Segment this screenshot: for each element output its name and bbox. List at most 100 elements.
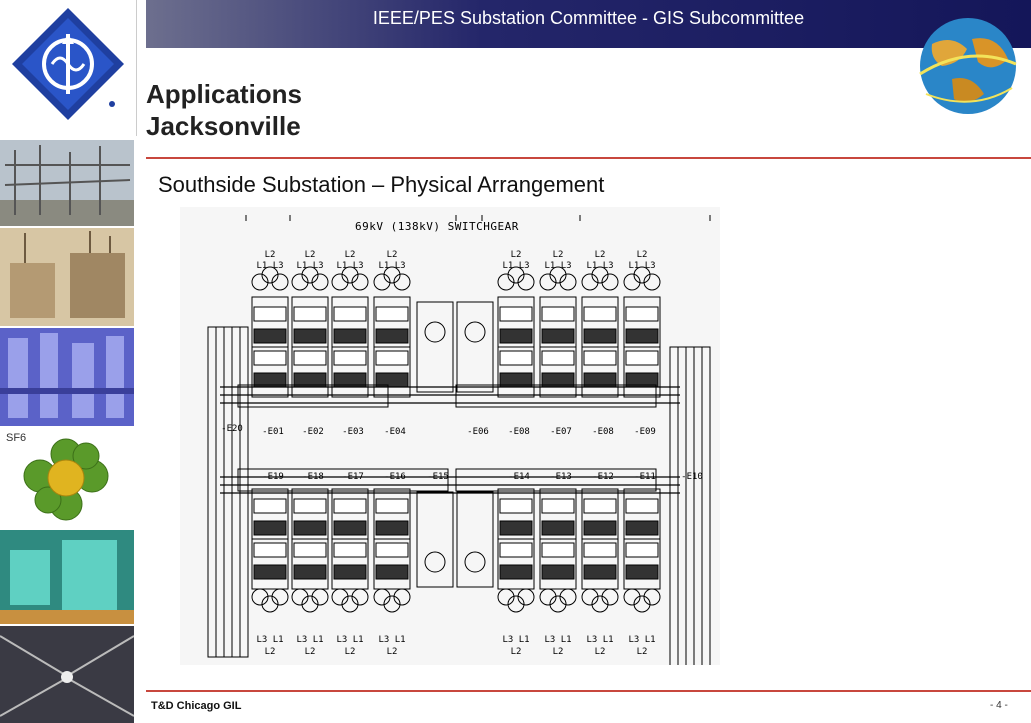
bay-module (293, 328, 327, 344)
phase-label: L1 L3 (586, 261, 613, 271)
bay-module (293, 350, 327, 366)
slide-title: Applications Jacksonville (146, 78, 302, 142)
side-label-right: -E10 (681, 472, 703, 482)
bay-module (499, 306, 533, 322)
ieee-logo (0, 0, 137, 136)
phase-label: L2 (265, 250, 276, 260)
bay-module (499, 564, 533, 580)
bay-bushing (643, 273, 661, 291)
bay-label-top: -E08 (592, 427, 614, 437)
bay-label-top: -E02 (302, 427, 324, 437)
bay-label-top: -E04 (384, 427, 406, 437)
phase-label: L3 L1 (544, 635, 571, 645)
bay-bushing (559, 273, 577, 291)
bay-label-bottom: -E16 (384, 472, 406, 482)
page-number: - 4 - (990, 700, 1008, 711)
phase-label: L2 (387, 250, 398, 260)
bay-bushing (383, 266, 401, 284)
footer-divider (146, 690, 1031, 692)
bay-bushing (341, 266, 359, 284)
bay-module (583, 306, 617, 322)
bay-label-top: -E07 (550, 427, 572, 437)
slide-title-line-2: Jacksonville (146, 111, 301, 141)
centre-bay-bushing (424, 551, 446, 573)
centre-bay-frame (456, 491, 494, 588)
bay-module (541, 520, 575, 536)
bay-bushing (301, 595, 319, 613)
header-title: IEEE/PES Substation Committee - GIS Subc… (372, 8, 805, 28)
phase-label: L1 L3 (628, 261, 655, 271)
bay-module (293, 542, 327, 558)
header-band (146, 0, 1031, 48)
bay-bushing (497, 273, 515, 291)
footer-text: T&D Chicago GIL (151, 700, 242, 712)
bay-module (253, 564, 287, 580)
bay-label-top: -E08 (508, 427, 530, 437)
bay-bushing (351, 273, 369, 291)
bay-bushing (517, 273, 535, 291)
bus-enclosure (455, 468, 657, 492)
bay-bushing (301, 266, 319, 284)
bay-label-bottom: -E18 (302, 472, 324, 482)
phase-label: L2 (637, 250, 648, 260)
substation-photo-1 (0, 138, 134, 228)
bay-module (253, 520, 287, 536)
phase-label: L1 L3 (502, 261, 529, 271)
phase-label: L3 L1 (502, 635, 529, 645)
slide-subtitle: Southside Substation – Physical Arrangem… (158, 172, 605, 197)
bay-label-bottom: -E19 (262, 472, 284, 482)
bay-module (333, 350, 367, 366)
phase-label: L2 (387, 647, 398, 657)
phase-label: L3 L1 (378, 635, 405, 645)
bay-module (375, 328, 409, 344)
bay-module (499, 328, 533, 344)
bay-module (541, 328, 575, 344)
bay-module (333, 306, 367, 322)
bay-module (625, 542, 659, 558)
bay-bushing (601, 273, 619, 291)
bay-module (625, 498, 659, 514)
bay-module (253, 350, 287, 366)
phase-label: L2 (265, 647, 276, 657)
tunnel-photo (0, 624, 134, 723)
bay-module (583, 542, 617, 558)
phase-label: L2 (511, 647, 522, 657)
sf6-label: SF6 (6, 432, 27, 444)
bay-module (541, 564, 575, 580)
centre-bay-bushing (464, 551, 486, 573)
bay-module (625, 520, 659, 536)
phase-label: L3 L1 (628, 635, 655, 645)
bay-module (625, 306, 659, 322)
bay-bushing (393, 273, 411, 291)
bay-bushing (331, 273, 349, 291)
bay-module (293, 520, 327, 536)
sf6-molecule-image (0, 426, 134, 530)
phase-label: L2 (595, 647, 606, 657)
phase-label: L2 (511, 250, 522, 260)
bay-module (541, 542, 575, 558)
bay-bushing (271, 273, 289, 291)
slide-title-line-1: Applications (146, 79, 303, 109)
bay-bushing (633, 595, 651, 613)
bay-module (253, 498, 287, 514)
bay-module (541, 498, 575, 514)
bay-bushing (549, 266, 567, 284)
phase-label: L2 (305, 250, 316, 260)
bay-module (541, 306, 575, 322)
bay-bushing (507, 595, 525, 613)
side-tower (207, 326, 249, 658)
bay-bushing (291, 273, 309, 291)
phase-label: L1 L3 (256, 261, 283, 271)
bay-module (253, 306, 287, 322)
bay-module (333, 498, 367, 514)
bay-module (375, 542, 409, 558)
globe-icon (912, 4, 1024, 134)
bay-module (499, 350, 533, 366)
phase-label: L1 L3 (544, 261, 571, 271)
substation-photo-3 (0, 326, 134, 428)
bay-bushing (341, 595, 359, 613)
phase-label: L2 (345, 250, 356, 260)
substation-photo-4 (0, 528, 134, 626)
bay-bushing (591, 595, 609, 613)
